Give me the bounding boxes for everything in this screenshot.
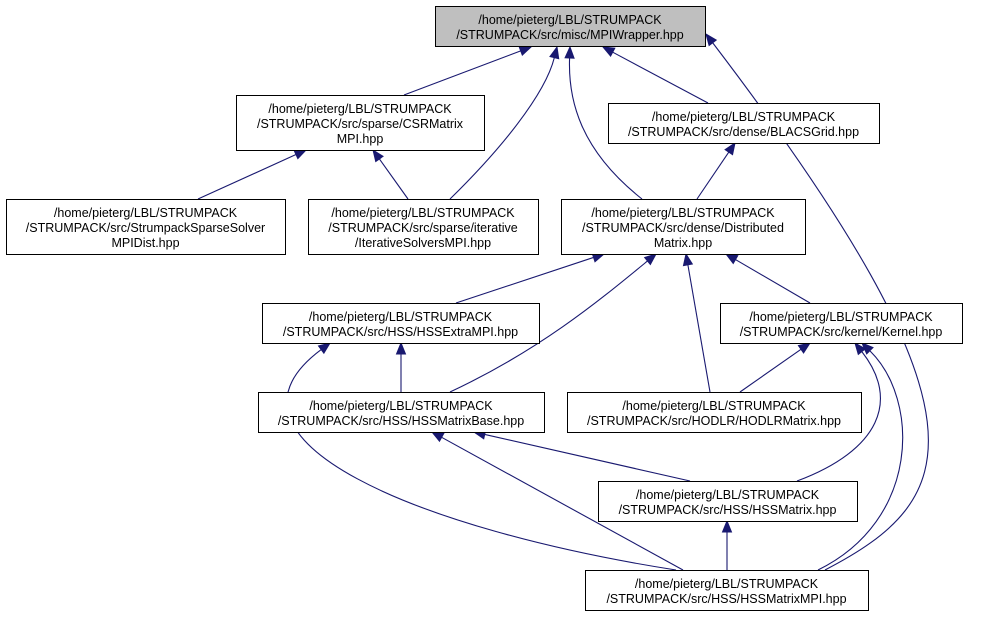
edge-csrmatrixmpi-to-mpiwrapper [403,50,521,96]
arrowhead-csrmatrixmpi-to-mpiwrapper [518,46,533,56]
node-hssmatrix[interactable]: /home/pieterg/LBL/STRUMPACK/STRUMPACK/sr… [598,481,858,522]
edge-hssextrampi-to-distributedmatrix [455,256,594,304]
node-label-line: Matrix.hpp [654,236,712,250]
edge-hssmatrixmpi-to-hssmatrixbase [441,436,684,571]
node-label-line: /home/pieterg/LBL/STRUMPACK [309,310,493,324]
node-box [561,199,806,255]
edge-blacsgrid-to-mpiwrapper [612,51,709,104]
node-box [236,95,485,151]
arrowhead-hssmatrixmpi-to-hssextrampi [317,342,332,355]
node-label-line: /STRUMPACK/src/kernel/Kernel.hpp [740,325,943,339]
node-csrmatrixmpi[interactable]: /home/pieterg/LBL/STRUMPACK/STRUMPACK/sr… [236,95,485,151]
edge-iterativesolversmpi-to-csrmatrixmpi [378,158,409,200]
node-label-line: /STRUMPACK/src/sparse/CSRMatrix [257,117,464,131]
edge-hssmatrixmpi-to-hssextrampi [286,349,677,571]
arrowhead-hodlrmatrix-to-kernel [797,342,812,354]
node-label-line: /STRUMPACK/src/StrumpackSparseSolver [26,221,265,235]
node-mpiwrapper: /home/pieterg/LBL/STRUMPACK/STRUMPACK/sr… [435,6,706,47]
node-box [598,481,858,522]
arrowheads [293,32,874,533]
arrowhead-hodlrmatrix-to-distributedmatrix [682,252,694,267]
node-hssmatrixbase[interactable]: /home/pieterg/LBL/STRUMPACK/STRUMPACK/sr… [258,392,545,433]
node-blacsgrid[interactable]: /home/pieterg/LBL/STRUMPACK/STRUMPACK/sr… [608,103,880,144]
node-label-line: /STRUMPACK/src/dense/BLACSGrid.hpp [628,125,859,139]
arrowhead-hssmatrixbase-to-distributedmatrix [643,253,658,266]
node-sparsesolvermpidist[interactable]: /home/pieterg/LBL/STRUMPACK/STRUMPACK/sr… [6,199,286,255]
nodes: /home/pieterg/LBL/STRUMPACK/STRUMPACK/sr… [6,6,963,611]
edge-sparsesolvermpidist-to-csrmatrixmpi [197,154,297,200]
node-label-line: /home/pieterg/LBL/STRUMPACK [622,399,806,413]
edge-hssmatrix-to-kernel [796,351,881,482]
node-iterativesolversmpi[interactable]: /home/pieterg/LBL/STRUMPACK/STRUMPACK/sr… [308,199,539,255]
node-box [6,199,286,255]
node-label-line: /STRUMPACK/src/HSS/HSSMatrixMPI.hpp [606,592,846,606]
arrowhead-hssmatrixmpi-to-hssmatrix [721,519,733,533]
edge-hssmatrixmpi-to-kernel [817,350,904,571]
node-box [720,303,963,344]
node-box [608,103,880,144]
node-label-line: /STRUMPACK/src/HSS/HSSMatrixBase.hpp [278,414,524,428]
node-label-line: /home/pieterg/LBL/STRUMPACK [749,310,933,324]
node-label-line: /IterativeSolversMPI.hpp [355,236,491,250]
edge-distributedmatrix-to-mpiwrapper [568,57,643,200]
node-label-line: /home/pieterg/LBL/STRUMPACK [652,110,836,124]
node-hssextrampi[interactable]: /home/pieterg/LBL/STRUMPACK/STRUMPACK/sr… [262,303,540,344]
edge-kernel-to-distributedmatrix [735,259,811,304]
node-label-line: /home/pieterg/LBL/STRUMPACK [268,102,452,116]
edge-hssmatrix-to-hssmatrixbase [484,433,691,482]
arrowhead-blacsgrid-to-mpiwrapper [601,46,616,58]
node-label-line: /STRUMPACK/src/HSS/HSSMatrix.hpp [619,503,837,517]
arrowhead-hssmatrixmpi-to-hssmatrixbase [430,431,445,443]
edge-distributedmatrix-to-blacsgrid [696,151,730,200]
node-label-line: MPI.hpp [337,132,384,146]
node-label-line: /home/pieterg/LBL/STRUMPACK [591,206,775,220]
node-box [585,570,869,611]
arrowhead-sparsesolvermpidist-to-csrmatrixmpi [293,149,308,160]
arrowhead-iterativesolversmpi-to-csrmatrixmpi [372,148,384,163]
edge-hodlrmatrix-to-distributedmatrix [687,264,711,393]
node-label-line: MPIDist.hpp [111,236,179,250]
node-box [567,392,862,433]
node-label-line: /home/pieterg/LBL/STRUMPACK [54,206,238,220]
node-kernel[interactable]: /home/pieterg/LBL/STRUMPACK/STRUMPACK/sr… [720,303,963,344]
arrowhead-iterativesolversmpi-to-mpiwrapper [549,45,560,60]
edge-hssmatrixbase-to-distributedmatrix [449,260,648,393]
edge-hssmatrixmpi-to-mpiwrapper [712,42,929,571]
node-label-line: /home/pieterg/LBL/STRUMPACK [309,399,493,413]
node-box [435,6,706,47]
arrowhead-hssmatrixmpi-to-kernel [861,342,874,355]
node-label-line: /STRUMPACK/src/HODLR/HODLRMatrix.hpp [587,414,841,428]
arrowhead-hssmatrix-to-kernel [854,341,867,356]
edges [197,42,929,571]
node-label-line: /home/pieterg/LBL/STRUMPACK [478,13,662,27]
arrowhead-hssmatrixbase-to-hssextrampi [395,341,407,355]
node-box [258,392,545,433]
node-label-line: /home/pieterg/LBL/STRUMPACK [331,206,515,220]
arrowhead-hssmatrixmpi-to-mpiwrapper [705,32,718,47]
node-label-line: /home/pieterg/LBL/STRUMPACK [635,577,819,591]
node-label-line: /STRUMPACK/src/misc/MPIWrapper.hpp [456,28,683,42]
node-hodlrmatrix[interactable]: /home/pieterg/LBL/STRUMPACK/STRUMPACK/sr… [567,392,862,433]
arrowhead-distributedmatrix-to-blacsgrid [724,141,736,156]
arrowhead-distributedmatrix-to-mpiwrapper [564,45,575,59]
arrowhead-kernel-to-distributedmatrix [724,253,739,265]
node-box [262,303,540,344]
node-distributedmatrix[interactable]: /home/pieterg/LBL/STRUMPACK/STRUMPACK/sr… [561,199,806,255]
edge-hodlrmatrix-to-kernel [739,348,802,393]
node-label-line: /STRUMPACK/src/HSS/HSSExtraMPI.hpp [283,325,518,339]
node-hssmatrixmpi[interactable]: /home/pieterg/LBL/STRUMPACK/STRUMPACK/sr… [585,570,869,611]
node-label-line: /STRUMPACK/src/dense/Distributed [582,221,784,235]
edge-iterativesolversmpi-to-mpiwrapper [449,57,555,200]
node-box [308,199,539,255]
node-label-line: /STRUMPACK/src/sparse/iterative [328,221,517,235]
node-label-line: /home/pieterg/LBL/STRUMPACK [636,488,820,502]
